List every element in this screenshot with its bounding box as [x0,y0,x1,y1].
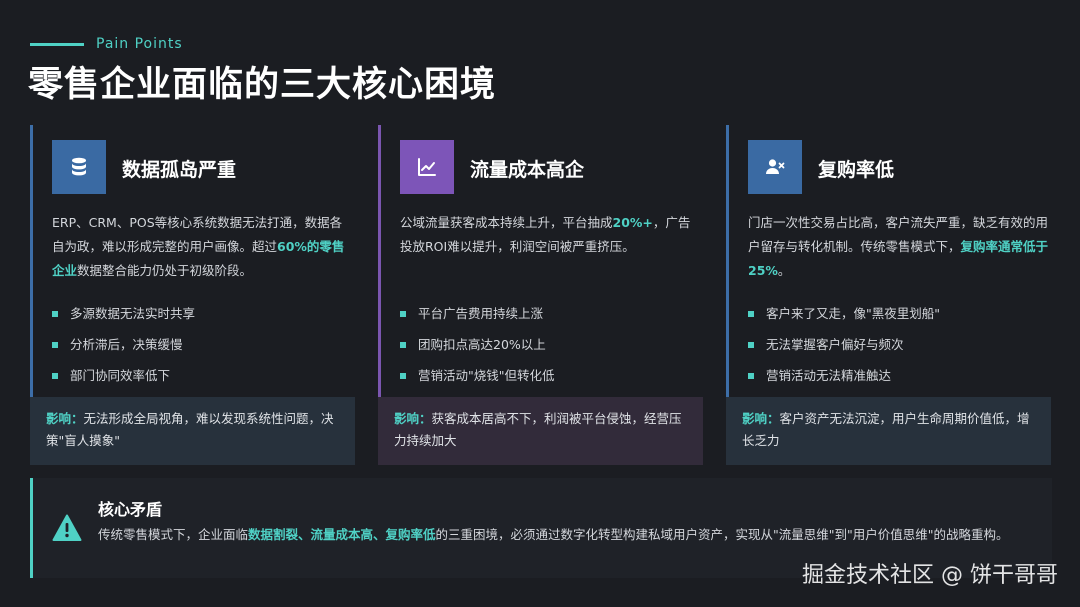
card-description: 公域流量获客成本持续上升，平台抽成20%+，广告投放ROI难以提升，利润空间被严… [400,215,691,254]
pain-card-traffic-cost: 流量成本高企 公域流量获客成本持续上升，平台抽成20%+，广告投放ROI难以提升… [378,125,703,465]
card-title: 流量成本高企 [470,159,585,181]
warning-icon [52,514,82,542]
card-bullet-list: 平台广告费用持续上涨 团购扣点高达20%以上 营销活动"烧钱"但转化低 [400,298,555,391]
card-description: ERP、CRM、POS等核心系统数据无法打通，数据各自为政，难以形成完整的用户画… [52,215,345,278]
pain-card-data-silo: 数据孤岛严重 ERP、CRM、POS等核心系统数据无法打通，数据各自为政，难以形… [30,125,355,465]
watermark: 掘金技术社区 @ 饼干哥哥 [802,563,1058,588]
impact-text: 获客成本居高不下，利润被平台侵蚀，经营压力持续加大 [394,411,682,448]
conflict-body: 传统零售模式下，企业面临数据割裂、流量成本高、复购率低的三重困境，必须通过数字化… [98,527,1009,542]
impact-box: 影响：客户资产无法沉淀，用户生命周期价值低，增长乏力 [726,397,1051,465]
eyebrow-text: Pain Points [96,36,183,52]
impact-label: 影响： [46,411,84,426]
core-conflict-box: 核心矛盾 传统零售模式下，企业面临数据割裂、流量成本高、复购率低的三重困境，必须… [30,478,1052,578]
conflict-title: 核心矛盾 [98,500,163,519]
page-title: 零售企业面临的三大核心困境 [28,65,497,105]
list-item: 部门协同效率低下 [52,360,195,391]
card-accent-bar [378,125,381,465]
list-item: 客户来了又走，像"黑夜里划船" [748,298,940,329]
database-icon [52,140,106,194]
list-item: 平台广告费用持续上涨 [400,298,555,329]
list-item: 营销活动无法精准触达 [748,360,940,391]
card-description: 门店一次性交易占比高，客户流失严重，缺乏有效的用户留存与转化机制。传统零售模式下… [748,215,1049,278]
list-item: 营销活动"烧钱"但转化低 [400,360,555,391]
pain-card-low-repurchase: 复购率低 门店一次性交易占比高，客户流失严重，缺乏有效的用户留存与转化机制。传统… [726,125,1051,465]
card-accent-bar [726,125,729,465]
card-bullet-list: 客户来了又走，像"黑夜里划船" 无法掌握客户偏好与频次 营销活动无法精准触达 [748,298,940,391]
list-item: 团购扣点高达20%以上 [400,329,555,360]
list-item: 分析滞后，决策缓慢 [52,329,195,360]
eyebrow-line [30,42,84,46]
impact-text: 无法形成全局视角，难以发现系统性问题，决策"盲人摸象" [46,411,334,448]
eyebrow: Pain Points [30,36,183,52]
conflict-accent-bar [30,478,33,578]
list-item: 无法掌握客户偏好与频次 [748,329,940,360]
impact-label: 影响： [394,411,432,426]
card-title: 复购率低 [818,159,895,181]
list-item: 多源数据无法实时共享 [52,298,195,329]
impact-label: 影响： [742,411,780,426]
user-x-icon [748,140,802,194]
card-title: 数据孤岛严重 [122,159,237,181]
impact-text: 客户资产无法沉淀，用户生命周期价值低，增长乏力 [742,411,1030,448]
impact-box: 影响：无法形成全局视角，难以发现系统性问题，决策"盲人摸象" [30,397,355,465]
impact-box: 影响：获客成本居高不下，利润被平台侵蚀，经营压力持续加大 [378,397,703,465]
card-accent-bar [30,125,33,465]
line-chart-icon [400,140,454,194]
card-bullet-list: 多源数据无法实时共享 分析滞后，决策缓慢 部门协同效率低下 [52,298,195,391]
